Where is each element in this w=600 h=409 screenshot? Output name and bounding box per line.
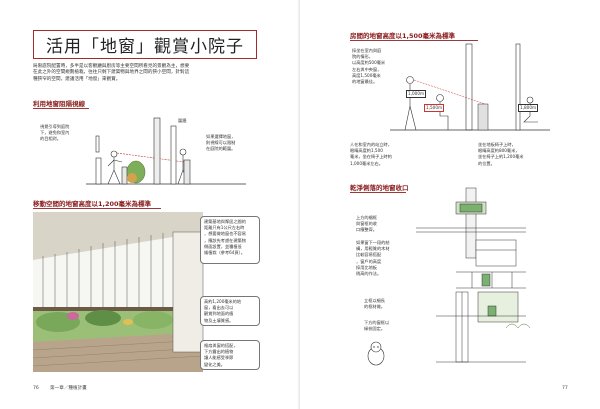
note-line: 坐在地板椅子上時， bbox=[478, 142, 516, 147]
note-line: 物及土壤質感。 bbox=[204, 317, 234, 323]
page-number-right: 77 bbox=[562, 386, 568, 391]
note-line: 則視線可以限制 bbox=[206, 140, 236, 146]
note-line: 下，避免和室內 bbox=[40, 130, 70, 136]
note-line: 毫米，坐在椅子上時約 bbox=[350, 154, 392, 160]
callout-box bbox=[200, 340, 260, 370]
note-line: 的目相對。 bbox=[40, 136, 61, 142]
running-head: 第一章／種植計畫 bbox=[50, 386, 87, 391]
note-lintel-frame: 上方的楣框 與窗框的收 口應整齊。 bbox=[356, 215, 408, 234]
section-rule bbox=[33, 208, 161, 209]
note-line: 格扇與窗的搭配， bbox=[204, 343, 238, 348]
page-number-left: 76 bbox=[33, 386, 39, 391]
note-sightline: 視覺引導到庭院 下，避免和室內 的目相對。 bbox=[40, 124, 80, 143]
intro-line: 在此之外的空間規劃植栽，往往只剩下建築物與地界之間的狹小空間，針對這 bbox=[33, 70, 190, 76]
note-line: 左右與中央窗， bbox=[352, 66, 382, 72]
note-line: 眼睛高度約800毫米， bbox=[478, 148, 520, 154]
note-line: 變化之美。 bbox=[204, 361, 225, 367]
note-line: 觀賞到地面的植 bbox=[204, 311, 234, 317]
note-line: ，應該先考慮在建築物 bbox=[204, 237, 246, 243]
note-seated-view: 採坐在室內與庭 院的情形， 以高度約500毫米 左右與中央窗， 高度1,500毫… bbox=[352, 48, 392, 86]
note-vertical-frame: 立框以細長 的框材做。 bbox=[364, 298, 404, 311]
note-line: 下方露出的植物 bbox=[204, 349, 234, 355]
right-page: 房間的地窗高度以1,500毫米為標準 採坐在室內與庭 院的情形， 以高度約500… bbox=[300, 0, 600, 409]
callout-box bbox=[200, 216, 260, 264]
dimension-label: 1,000m bbox=[406, 90, 427, 99]
note-line: 窗，看出去可以 bbox=[204, 305, 234, 311]
section-rule bbox=[350, 40, 478, 41]
note-line: 在庭院的範圍。 bbox=[206, 146, 236, 152]
note-line: 人在和室內的站立時， bbox=[350, 142, 392, 147]
note-line: 如果窗下一段的結 bbox=[356, 240, 390, 245]
note-window-height: 高約1,200毫米的地 窗，看出去可以 觀賞到地面的植 物及土壤質感。 bbox=[204, 299, 256, 324]
section-heading-4: 乾淨俐落的地窗收口 bbox=[350, 184, 409, 192]
note-line: 高約1,200毫米的地 bbox=[204, 299, 242, 304]
note-line: 視覺引導到庭院 bbox=[40, 124, 70, 129]
label-fence: 圍牆 bbox=[178, 118, 187, 125]
note-line: 與窗框的收 bbox=[356, 221, 377, 227]
sightline-diagram bbox=[86, 117, 246, 185]
note-line: 1,000毫米左右。 bbox=[350, 160, 383, 166]
mascot-illustration bbox=[367, 341, 385, 366]
dimension-label: 1,800m bbox=[518, 104, 539, 113]
note-lower-structure: 如果窗下一段的結 構，用輕質的木材 比較容易搭配 ，窗戶的高度 採用比地板 稍高… bbox=[356, 240, 406, 278]
intro-line: 種狹窄的空間，建議活用「地窗」來觀賞。 bbox=[33, 76, 121, 82]
window-detail-drawing bbox=[416, 187, 531, 363]
note-line: 稍高的作法。 bbox=[356, 271, 382, 277]
note-line: 以高度約500毫米 bbox=[352, 60, 386, 66]
note-line: 如果選擇地窗， bbox=[206, 134, 236, 139]
note-line: 緣枝固定。 bbox=[364, 326, 385, 332]
note-line: 採坐在室內與庭 bbox=[352, 48, 382, 53]
section-heading-1: 利用地窗阻隔視線 bbox=[33, 100, 85, 108]
note-line: 比較容易搭配 bbox=[356, 252, 382, 258]
left-page: 活用「地窗」觀賞小院子 局限庭院配置時，多半是以客觀廳與廚房等主要空間所看見的景… bbox=[32, 30, 265, 391]
note-line: ，想要做地窗也不容易 bbox=[204, 231, 246, 237]
note-line: 高度1,500毫米 bbox=[352, 72, 381, 78]
note-line: 採用比地板 bbox=[356, 264, 377, 270]
page-title: 活用「地窗」觀賞小院子 bbox=[33, 30, 257, 59]
section-rule bbox=[350, 192, 406, 193]
dimension-label: 1,500m bbox=[424, 104, 445, 113]
note-line: 讓人能感受季節 bbox=[204, 355, 234, 361]
room-window-height-diagram bbox=[390, 43, 550, 131]
intro-line: 局限庭院配置時，多半是以客觀廳與廚房等主要空間所看見的景觀為主，想要 bbox=[33, 64, 190, 69]
note-line: 的地窗最佳。 bbox=[352, 79, 378, 85]
note-standing-eye: 人在和室內的站立時， 眼睛高度約1,500 毫米，坐在椅子上時約 1,000毫米… bbox=[350, 142, 442, 167]
note-line: 矮植栽（參考64頁）。 bbox=[204, 250, 245, 256]
note-floor-eye: 坐在地板椅子上時， 眼睛高度約800毫米， 坐在椅子上約1,200毫米 的位置。 bbox=[478, 142, 560, 167]
note-line: 院的情形， bbox=[352, 54, 373, 60]
note-line: 下方的窗框以 bbox=[364, 320, 390, 325]
note-line: ，窗戶的高度 bbox=[356, 258, 382, 264]
note-window-limit: 如果選擇地窗， 則視線可以限制 在庭院的範圍。 bbox=[206, 134, 254, 153]
note-line: 坐在椅子上約1,200毫米 bbox=[478, 154, 524, 160]
section-rule bbox=[33, 108, 89, 109]
note-sill-frame: 下方的窗框以 緣枝固定。 bbox=[364, 320, 404, 333]
note-lattice: 格扇與窗的搭配， 下方露出的植物 讓人能感受季節 變化之美。 bbox=[204, 343, 256, 368]
note-line: 構，用輕質的木材 bbox=[356, 246, 390, 252]
section-heading-3: 房間的地窗高度以1,500毫米為標準 bbox=[350, 32, 456, 40]
note-line: 側面設置，並種植低 bbox=[204, 243, 242, 249]
note-line: 眼睛高度約1,500 bbox=[350, 148, 383, 154]
note-line: 上方的楣框 bbox=[356, 215, 377, 220]
section-heading-2: 移動空間的地窗高度以1,200毫米為標準 bbox=[33, 200, 152, 208]
note-line: 口應整齊。 bbox=[356, 227, 377, 233]
note-line: 的框材做。 bbox=[364, 304, 385, 310]
note-neighbor-distance: 建築基地與鄰居之間的 距離只有1公尺左右時 ，想要做地窗也不容易 ，應該先考慮在… bbox=[204, 219, 256, 256]
note-line: 立框以細長 bbox=[364, 298, 385, 303]
callout-box bbox=[200, 296, 260, 326]
garden-view-illustration bbox=[32, 212, 204, 372]
note-line: 建築基地與鄰居之間的 bbox=[204, 219, 246, 224]
intro-text: 局限庭院配置時，多半是以客觀廳與廚房等主要空間所看見的景觀為主，想要 在此之外的… bbox=[33, 64, 265, 83]
note-line: 的位置。 bbox=[478, 160, 495, 166]
note-line: 距離只有1公尺左右時 bbox=[204, 225, 245, 231]
